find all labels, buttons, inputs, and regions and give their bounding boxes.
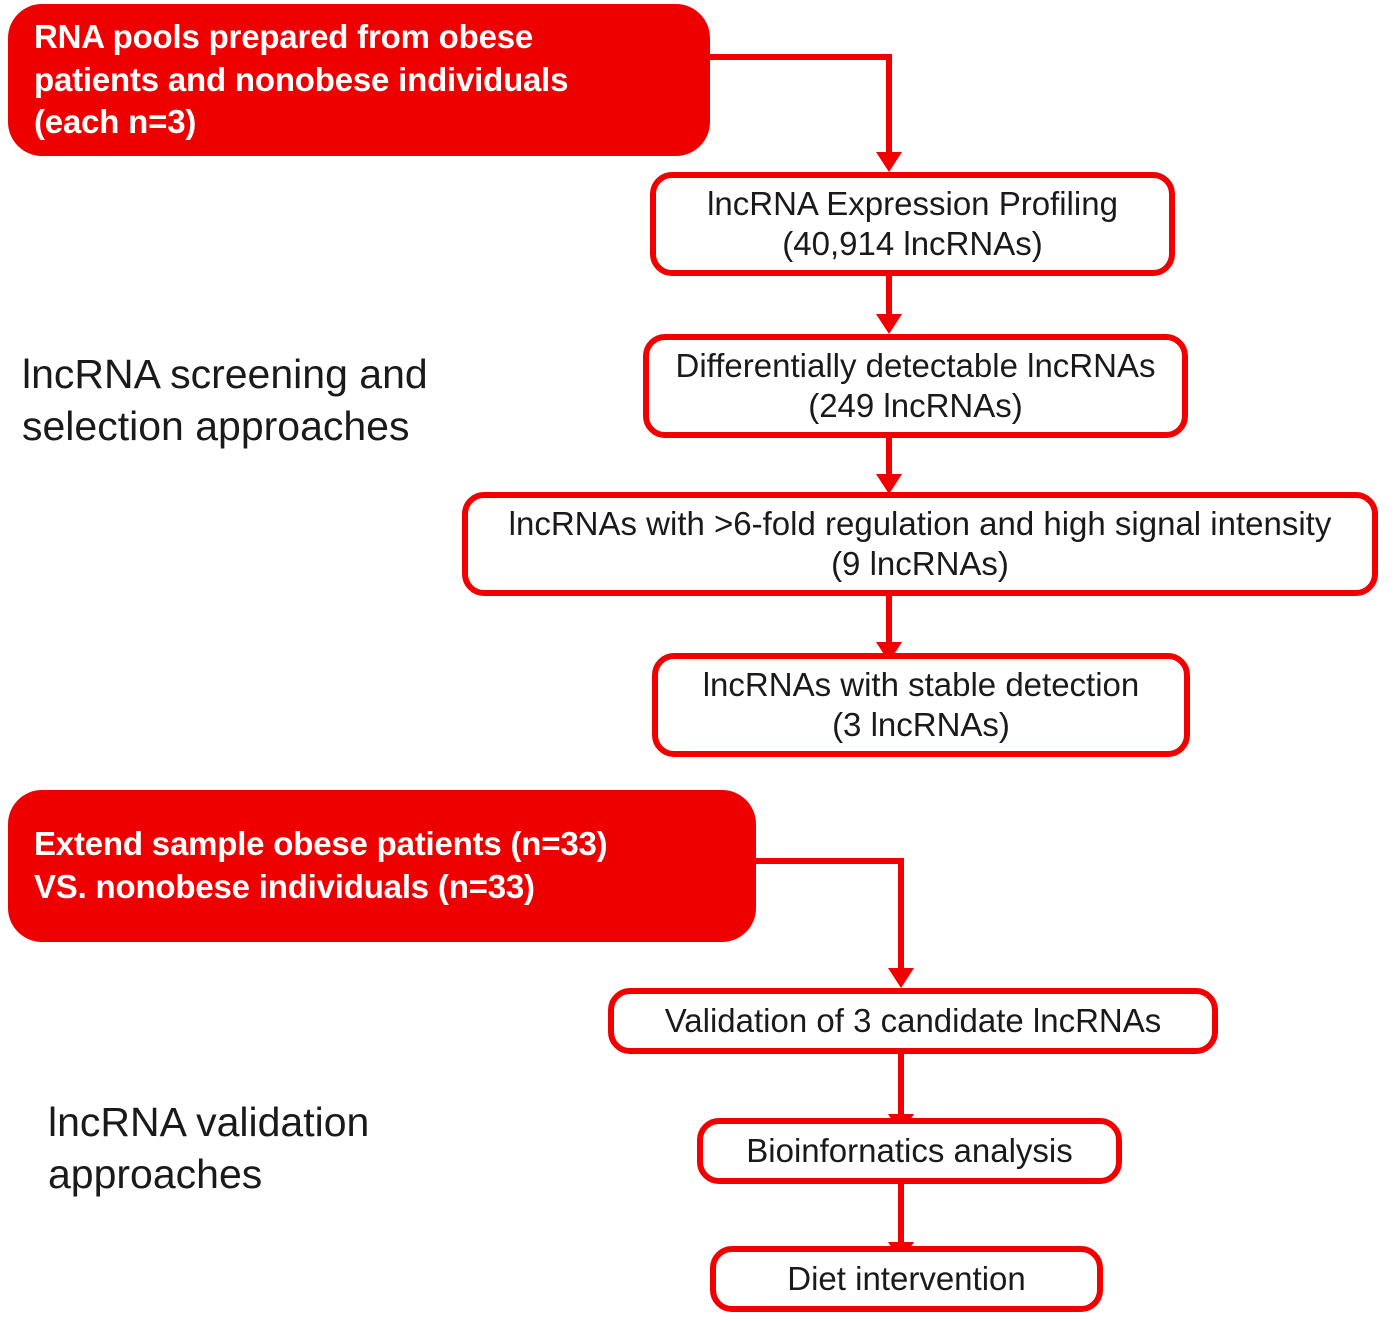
section-caption-validation: lncRNA validation approaches [48,1099,370,1198]
node-bioinformatics[interactable]: Bioinfornatics analysis [697,1118,1122,1184]
node-stable-detection[interactable]: lncRNAs with stable detection (3 lncRNAs… [652,653,1190,757]
node-validation-label: Validation of 3 candidate lncRNAs [664,1002,1162,1040]
node-extend-sample-label: Extend sample obese patients (n=33) VS. … [34,825,608,905]
node-differentially-detectable[interactable]: Differentially detectable lncRNAs (249 l… [643,334,1188,438]
node-fold-regulation-label: lncRNAs with >6-fold regulation and high… [508,505,1332,582]
node-diet-intervention-label: Diet intervention [787,1260,1026,1298]
node-bioinformatics-label: Bioinfornatics analysis [746,1132,1073,1170]
node-rna-pools-label: RNA pools prepared from obese patients a… [34,17,569,141]
node-fold-regulation[interactable]: lncRNAs with >6-fold regulation and high… [462,492,1378,596]
node-rna-pools[interactable]: RNA pools prepared from obese patients a… [8,4,710,156]
section-caption-screening: lncRNA screening and selection approache… [22,351,428,450]
node-expression-profiling[interactable]: lncRNA Expression Profiling (40,914 lncR… [650,172,1175,276]
node-validation[interactable]: Validation of 3 candidate lncRNAs [608,988,1218,1054]
node-expression-profiling-label: lncRNA Expression Profiling (40,914 lncR… [707,185,1118,262]
node-differentially-detectable-label: Differentially detectable lncRNAs (249 l… [675,347,1156,424]
node-diet-intervention[interactable]: Diet intervention [710,1246,1103,1312]
node-stable-detection-label: lncRNAs with stable detection (3 lncRNAs… [702,666,1140,743]
node-extend-sample[interactable]: Extend sample obese patients (n=33) VS. … [8,790,756,942]
